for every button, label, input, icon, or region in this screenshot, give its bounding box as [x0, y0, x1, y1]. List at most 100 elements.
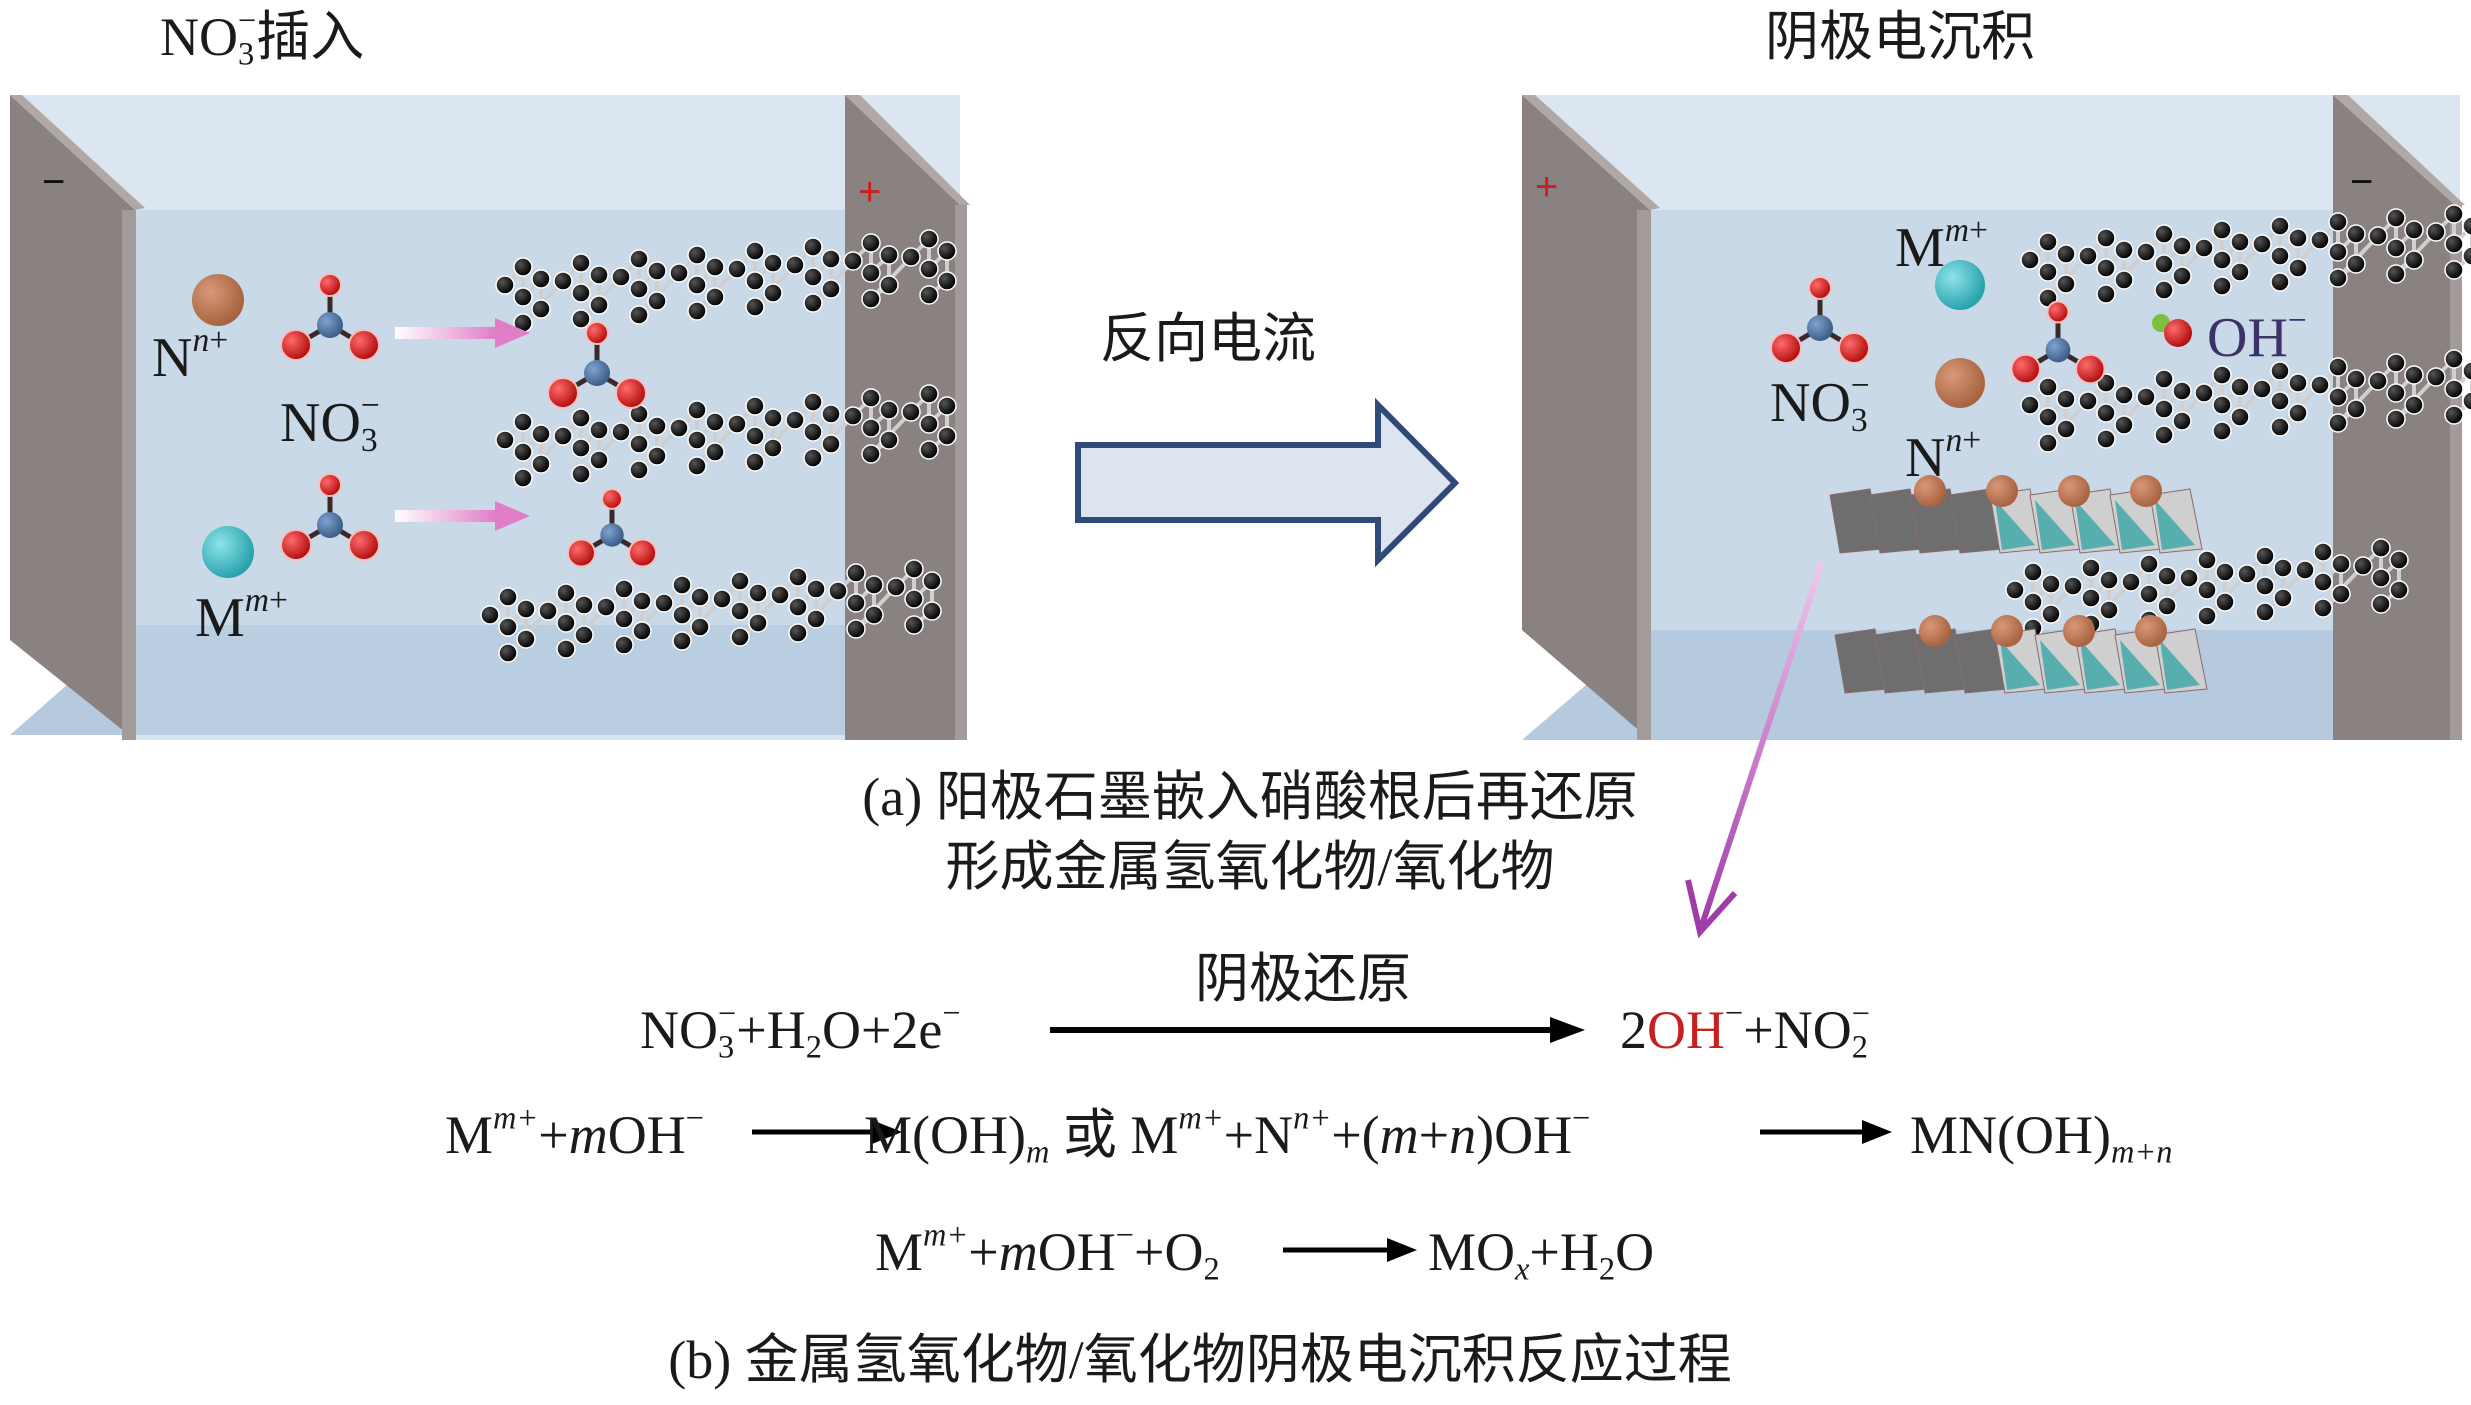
title-suffix: 插入: [256, 7, 365, 67]
carbon-atom: [498, 643, 518, 663]
carbon-atom: [574, 625, 594, 645]
carbon-atom: [919, 259, 939, 279]
carbon-atom: [647, 291, 667, 311]
carbon-atom: [2230, 377, 2250, 397]
carbon-atom: [2154, 369, 2174, 389]
carbon-atom: [2288, 373, 2308, 393]
right-cell-cathode-side: [2450, 205, 2462, 740]
carbon-atom: [2230, 407, 2250, 427]
carbon-atom: [2444, 405, 2464, 425]
carbon-atom: [2114, 270, 2134, 290]
carbon-atom: [2444, 349, 2464, 369]
eq-text: M(OH): [864, 1105, 1026, 1165]
left-cell-back-top: [10, 95, 960, 210]
carbon-atom: [2252, 379, 2272, 399]
eq2-arrow-1: [752, 1120, 902, 1144]
carbon-atom: [2172, 236, 2192, 256]
caption-a-line2: 形成金属氢氧化物/氧化物: [945, 837, 1555, 897]
carbon-atom: [821, 249, 841, 269]
carbon-atom: [2328, 387, 2348, 407]
carbon-atom: [2328, 357, 2348, 377]
eq-text: +(: [1331, 1105, 1380, 1165]
eq-text: +H: [736, 1000, 806, 1060]
right-cell-cathode-sign: −: [2350, 160, 2374, 204]
carbon-atom: [937, 396, 957, 416]
carbon-atom: [821, 279, 841, 299]
eq-sub: 2: [1598, 1251, 1616, 1288]
graphene-sheet: [495, 229, 957, 333]
carbon-atom: [922, 601, 942, 621]
label-sup: −: [360, 386, 380, 424]
carbon-atom: [495, 430, 515, 450]
carbon-atom: [861, 444, 881, 464]
carbon-atom: [846, 563, 866, 583]
carbon-atom: [2255, 602, 2275, 622]
carbon-atom: [2270, 246, 2290, 266]
label-sup-sign: +: [269, 581, 288, 619]
carbon-atom: [2288, 403, 2308, 423]
left-cell-anode-edge: [845, 95, 970, 205]
carbon-atom: [861, 388, 881, 408]
carbon-atom: [2328, 268, 2348, 288]
carbon-atom: [919, 285, 939, 305]
carbon-atom: [531, 454, 551, 474]
carbon-atom: [843, 406, 863, 426]
oxygen-atom: [318, 473, 342, 497]
nitrate-molecule: [280, 273, 380, 361]
eq-oh-red: OH: [1647, 1000, 1725, 1060]
carbon-atom: [2041, 574, 2061, 594]
carbon-atom: [2139, 554, 2159, 574]
eq-sup: n+: [1293, 1100, 1332, 1137]
carbon-atom: [2212, 220, 2232, 240]
eq2-product-2: MN(OH)m+n: [1910, 1108, 2172, 1169]
carbon-atom: [2020, 395, 2040, 415]
carbon-atom: [2023, 592, 2043, 612]
octahedron-shade: [2080, 640, 2120, 690]
carbon-atom: [879, 275, 899, 295]
caption-a-line1: (a) 阳极石墨嵌入硝酸根后再还原: [862, 767, 1638, 827]
label-base: N: [152, 327, 193, 389]
carbon-atom: [763, 408, 783, 428]
octahedron-shade: [2035, 500, 2075, 550]
eq-sup: −: [718, 995, 737, 1032]
carbon-atom: [687, 430, 707, 450]
carbon-atom: [571, 408, 591, 428]
carbon-atom: [2252, 234, 2272, 254]
carbon-atom: [2197, 580, 2217, 600]
carbon-atom: [614, 579, 634, 599]
oxygen-atom: [2075, 353, 2106, 385]
carbon-atom: [2096, 228, 2116, 248]
carbon-atom: [498, 587, 518, 607]
eq1-products: 2OH−+NO2−: [1620, 998, 1870, 1064]
carbon-atom: [861, 289, 881, 309]
carbon-atom: [2212, 276, 2232, 296]
guide-arrow: [1685, 561, 1825, 939]
right-cell-anode-sign: +: [1535, 165, 1559, 209]
carbon-atom: [2270, 216, 2290, 236]
left-cell-cathode-side: [122, 210, 136, 740]
carbon-atom: [629, 434, 649, 454]
left-n-ion-sphere: [192, 274, 244, 326]
carbon-atom: [2295, 560, 2315, 580]
carbon-atom: [821, 404, 841, 424]
eq-text: O: [1615, 1222, 1655, 1282]
carbon-atom: [2154, 399, 2174, 419]
carbon-atom: [937, 271, 957, 291]
reverse-current-arrow: [1075, 397, 1460, 568]
octahedron-shade: [2115, 500, 2155, 550]
carbon-atom: [2078, 391, 2098, 411]
carbon-atom: [672, 575, 692, 595]
eq-sub: x: [1515, 1251, 1530, 1288]
carbon-atom: [480, 605, 500, 625]
carbon-atom: [647, 416, 667, 436]
octahedron-shade: [2000, 640, 2040, 690]
carbon-atom: [614, 609, 634, 629]
insertion-arrow-lower: [395, 501, 530, 531]
eq-text: NO: [640, 1000, 718, 1060]
carbon-atom: [937, 241, 957, 261]
octahedron-shade: [2160, 640, 2200, 690]
carbon-atom: [2154, 254, 2174, 274]
carbon-atom: [632, 621, 652, 641]
label-sub: 3: [1850, 402, 1868, 440]
oxygen-atom: [585, 321, 609, 345]
